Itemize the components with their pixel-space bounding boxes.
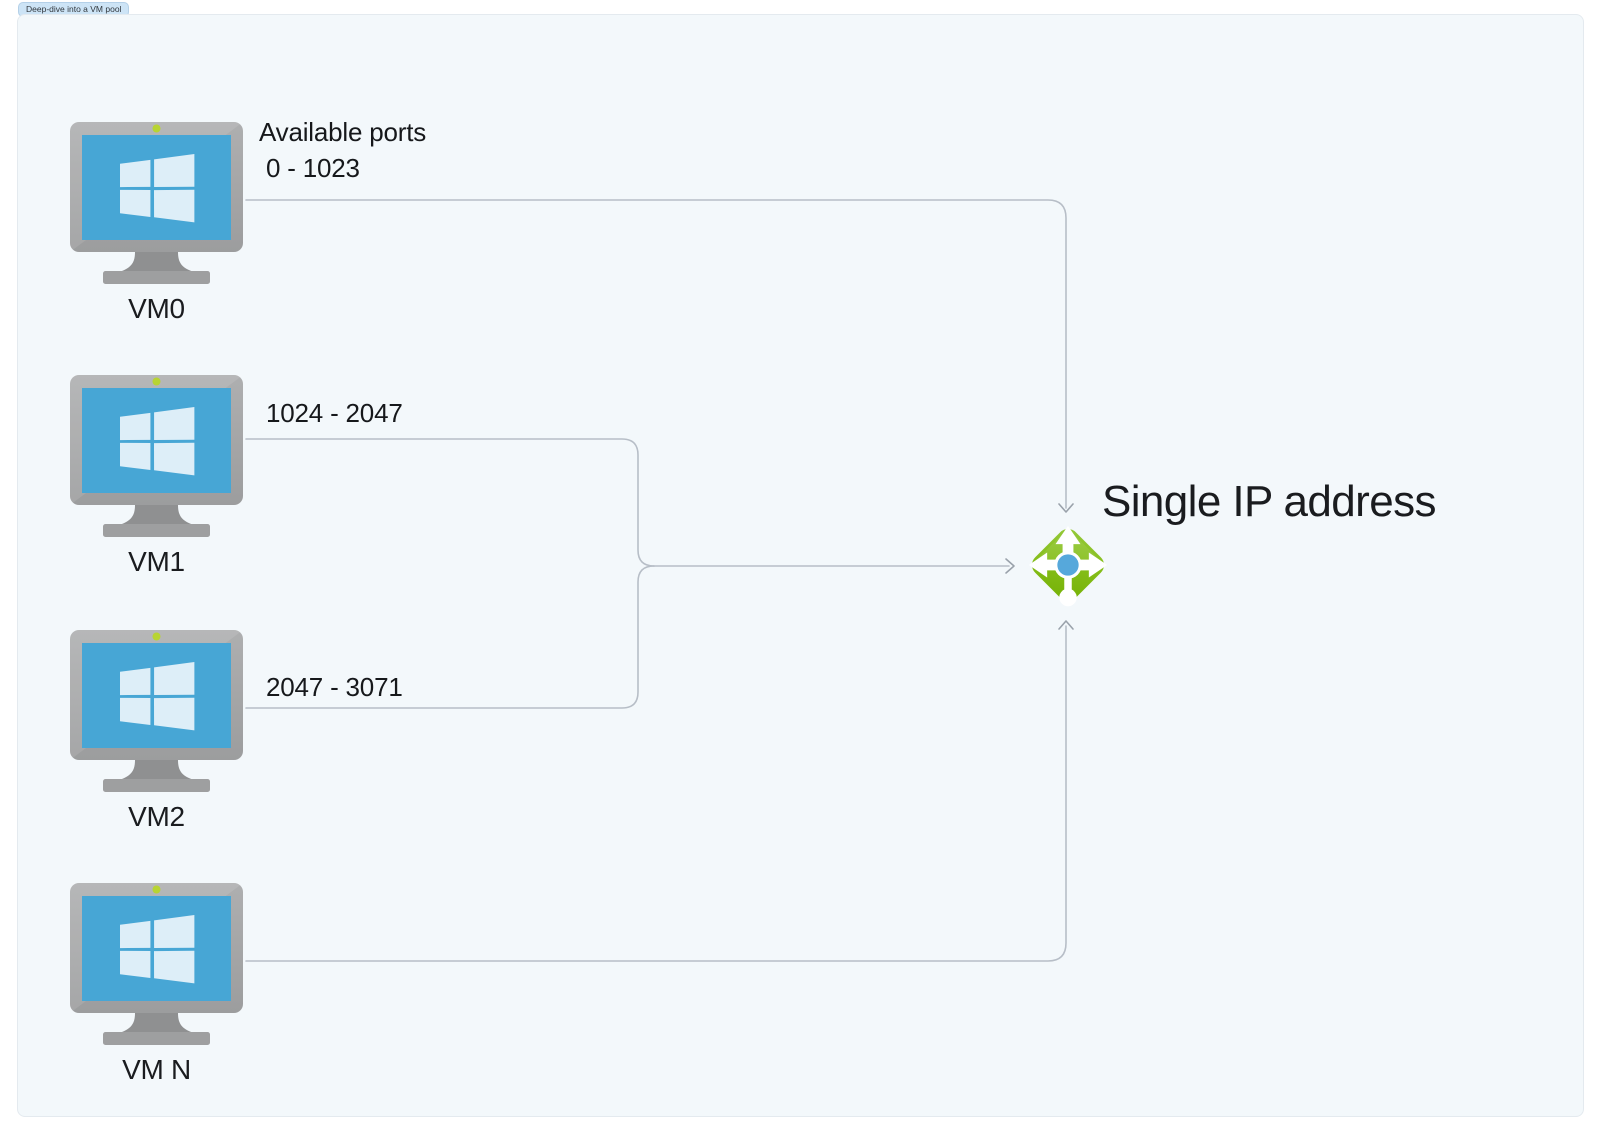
vm-node-1 [70, 375, 243, 539]
diagram-canvas [17, 14, 1584, 1117]
available-ports-heading: Available ports [259, 117, 427, 147]
vm1-label: VM1 [128, 546, 185, 577]
vm2-port-range: 2047 - 3071 [266, 672, 403, 702]
load-balancer-icon [1018, 515, 1118, 615]
vm-monitor-icon [70, 883, 243, 1047]
vm2-label: VM2 [128, 801, 185, 832]
vm0-port-range: 0 - 1023 [266, 153, 360, 183]
vm-node-0 [70, 122, 243, 286]
single-ip-address-label: Single IP address [1102, 477, 1436, 526]
vm-monitor-icon [70, 630, 243, 794]
vm-monitor-icon [70, 122, 243, 286]
vmn-label: VM N [122, 1054, 191, 1085]
vm-monitor-icon [70, 375, 243, 539]
vm-node-n [70, 883, 243, 1047]
vm1-port-range: 1024 - 2047 [266, 398, 403, 428]
vm-node-2 [70, 630, 243, 794]
vm0-label: VM0 [128, 293, 185, 324]
